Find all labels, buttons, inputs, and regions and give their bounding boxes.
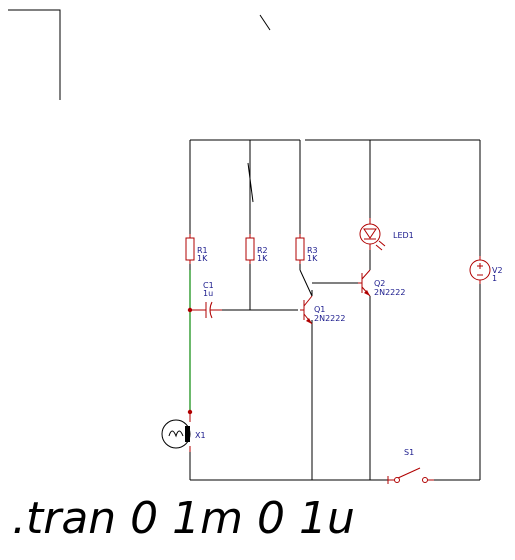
transistor-q2[interactable]: Q2 2N2222 [358, 269, 405, 297]
r2-value: 1K [257, 254, 268, 263]
switch-s1[interactable]: S1 [387, 448, 434, 484]
resistor-r3[interactable]: R3 1K [295, 234, 318, 264]
q2-ref: Q2 [374, 279, 385, 288]
v2-ref: V2 [492, 266, 503, 275]
r3-value: 1K [307, 254, 318, 263]
stray-lines [8, 9, 271, 100]
lamp-x1[interactable]: X1 [161, 412, 206, 452]
transistor-q1[interactable]: Q1 2N2222 [300, 295, 345, 325]
q1-ref: Q1 [314, 305, 325, 314]
capacitor-c1[interactable]: C1 1u [190, 281, 222, 319]
led-led1[interactable]: LED1 [359, 218, 414, 251]
s1-ref: S1 [404, 448, 414, 457]
x1-ref: X1 [195, 431, 206, 440]
r2-ref: R2 [257, 246, 268, 255]
c1-ref: C1 [203, 281, 214, 290]
r3-ref: R3 [307, 246, 318, 255]
resistor-r2[interactable]: R2 1K [245, 234, 268, 264]
led1-ref: LED1 [393, 231, 414, 240]
q1-value: 2N2222 [314, 314, 345, 323]
c1-value: 1u [203, 289, 213, 298]
simulation-directive[interactable]: .tran 0 1m 0 1u [12, 493, 355, 544]
v2-value: 1 [492, 274, 497, 283]
resistor-r1[interactable]: R1 1K [185, 234, 208, 264]
q2-value: 2N2222 [374, 288, 405, 297]
r1-ref: R1 [197, 246, 208, 255]
r1-value: 1K [197, 254, 208, 263]
voltage-source-v2[interactable]: V2 1 [469, 256, 503, 284]
wires[interactable] [189, 139, 481, 481]
